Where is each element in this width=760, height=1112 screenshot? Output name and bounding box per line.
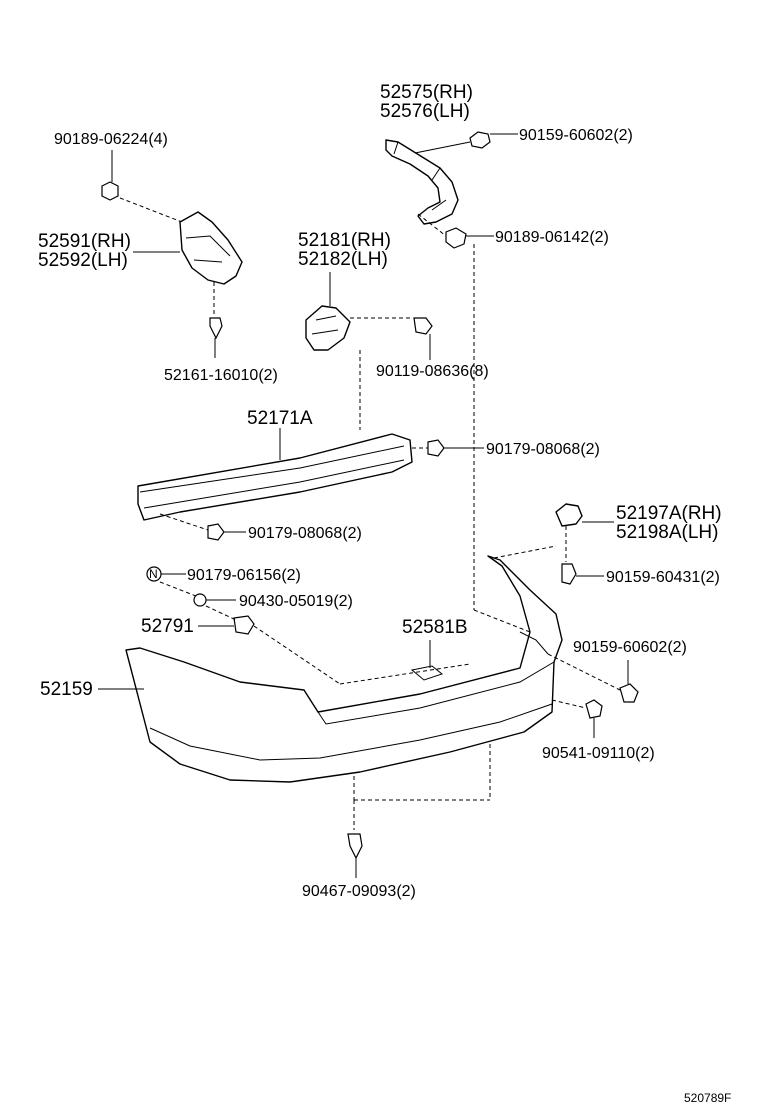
bumper-cover-52159 xyxy=(125,555,563,783)
dash-bumper-to-bolt xyxy=(547,653,621,691)
nut-90179-08068-left xyxy=(207,523,225,541)
label-52581B: 52581B xyxy=(402,617,468,638)
dash-reinf-to-nut-left xyxy=(159,513,209,531)
label-90179-08068-left: 90179-08068(2) xyxy=(248,525,362,542)
label-52181: 52181(RH) xyxy=(298,230,391,251)
label-52591: 52591(RH) xyxy=(38,231,131,252)
leader-90159-60602-top xyxy=(414,141,471,154)
dash-clip-to-bumper-right xyxy=(473,609,531,633)
bolt-90159-60602-bottom xyxy=(619,683,639,703)
side-retainer-bracket-52575 xyxy=(385,139,459,225)
label-90159-60431: 90159-60431(2) xyxy=(606,569,720,586)
label-90159-60602-bottom: 90159-60602(2) xyxy=(573,639,687,656)
reinforcement-52171A xyxy=(137,433,413,521)
label-52171A: 52171A xyxy=(247,408,313,429)
dash-52581B xyxy=(339,663,471,685)
screw-90159-60431 xyxy=(561,563,577,585)
nut-90179-06156: N xyxy=(146,566,162,582)
label-90189-06142: 90189-06142(2) xyxy=(495,229,609,246)
label-90467-09093: 90467-09093(2) xyxy=(302,883,416,900)
label-52575: 52575(RH) xyxy=(380,82,473,103)
label-52161-16010: 52161-16010(2) xyxy=(164,367,278,384)
screw-52161-16010 xyxy=(209,317,223,358)
nut-90541-09110 xyxy=(585,699,603,719)
label-90159-60602-top: 90159-60602(2) xyxy=(519,127,633,144)
dash-bumper-to-nut xyxy=(551,699,587,709)
bolt-90159-60602-top xyxy=(469,131,491,149)
label-52159: 52159 xyxy=(40,679,93,700)
dash-retainer-to-bumper xyxy=(493,545,557,559)
bracket-52181 xyxy=(305,305,351,351)
label-90179-06156: 90179-06156(2) xyxy=(187,567,301,584)
dash-clip-to-bracket xyxy=(119,197,183,223)
dash-nut-to-washer xyxy=(159,581,197,597)
label-90541-09110: 90541-09110(2) xyxy=(542,745,655,762)
nut-90179-08068-right xyxy=(427,439,445,457)
clip-90189-06224 xyxy=(101,181,119,201)
dash-clip-to-bumper xyxy=(253,625,341,685)
label-52182: 52182(LH) xyxy=(298,249,388,270)
label-90430-05019: 90430-05019(2) xyxy=(239,593,353,610)
dash-bracket-to-clip xyxy=(417,213,447,237)
bracket-52591 xyxy=(179,211,243,285)
svg-text:N: N xyxy=(149,567,158,581)
clip-52791 xyxy=(233,615,255,635)
label-90119-08636: 90119-08636(8) xyxy=(376,363,489,380)
clip-90189-06142 xyxy=(445,227,467,249)
clip-90467-09093 xyxy=(347,833,363,860)
label-90179-08068-right: 90179-08068(2) xyxy=(486,441,600,458)
footer-code: 520789F xyxy=(684,1091,731,1105)
dash-washer-to-clip xyxy=(205,605,237,621)
label-52197A: 52197A(RH) xyxy=(616,503,722,524)
label-90189-06224: 90189-06224(4) xyxy=(54,131,168,148)
label-52576: 52576(LH) xyxy=(380,101,470,122)
retainer-52197A xyxy=(555,503,583,527)
label-52592: 52592(LH) xyxy=(38,250,128,271)
bolt-90119-08636 xyxy=(413,317,433,335)
label-52198A: 52198A(LH) xyxy=(616,522,718,543)
label-52791: 52791 xyxy=(141,616,194,637)
